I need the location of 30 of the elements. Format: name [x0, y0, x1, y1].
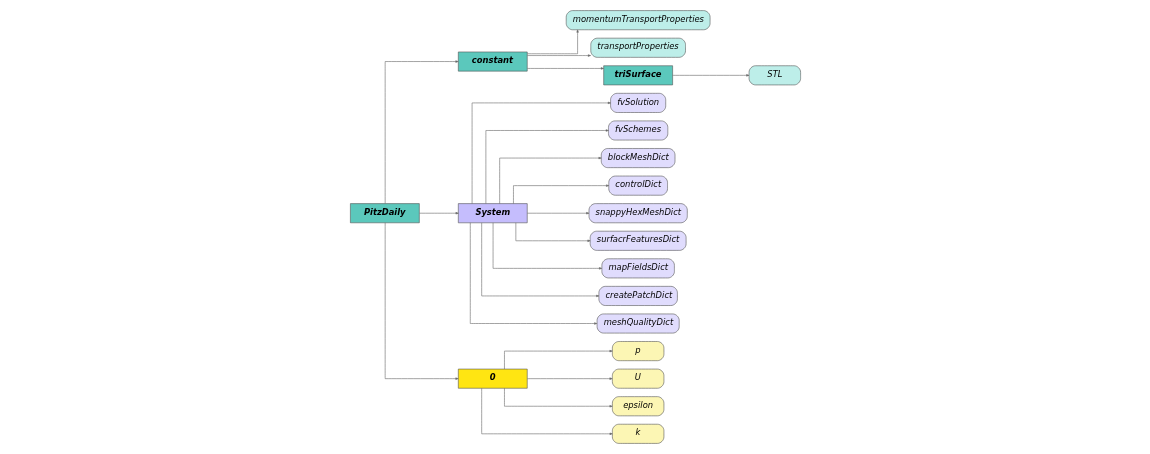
arrow — [418, 212, 459, 215]
arrow — [671, 74, 749, 77]
node-box: snappyHexMeshDict — [588, 203, 688, 224]
node-box: PitzDaily — [349, 203, 420, 224]
arrow — [526, 67, 604, 70]
node-box: createPatchDict — [598, 286, 678, 306]
arrow — [480, 387, 613, 435]
arrow — [526, 29, 579, 55]
arrow — [480, 222, 599, 298]
arrow — [384, 60, 458, 204]
node-box: surfacrFeaturesDict — [589, 230, 686, 251]
arrow — [485, 129, 609, 204]
node-box: meshQualityDict — [596, 313, 679, 334]
arrow — [512, 184, 609, 204]
arrow — [515, 222, 590, 242]
node-box: mapFieldsDict — [601, 258, 675, 279]
arrow — [471, 101, 611, 204]
node-box: transportProperties — [590, 37, 686, 58]
arrow — [503, 349, 612, 370]
arrow — [503, 388, 612, 408]
arrow — [469, 222, 597, 325]
arrow — [526, 377, 612, 380]
arrow — [384, 222, 458, 380]
arrow — [492, 222, 602, 270]
node-box: STL — [748, 65, 801, 86]
node-box: constant — [457, 51, 528, 72]
arrow — [498, 156, 601, 204]
node-box: 0 — [457, 368, 528, 389]
arrow — [526, 212, 589, 215]
arrow — [526, 54, 591, 57]
